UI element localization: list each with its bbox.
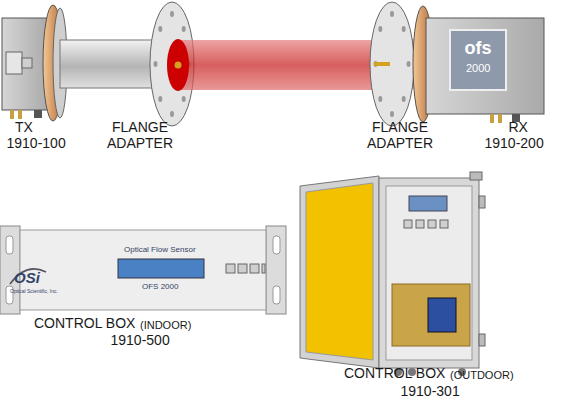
model-number: OFS 2000 xyxy=(142,283,178,292)
part-label: FLANGE ADAPTER xyxy=(360,120,440,151)
light-beam xyxy=(167,39,392,91)
company-name: Optical Scientific, Inc. xyxy=(10,289,58,295)
part-number: 1910-200 xyxy=(485,136,544,152)
receiver-unit xyxy=(413,6,544,123)
brand-logo: ofs xyxy=(465,38,492,58)
panel-title: Optical Flow Sensor xyxy=(124,246,196,255)
part-number: 1910-301 xyxy=(401,384,460,400)
part-label: FLANGE ADAPTER xyxy=(100,120,180,151)
part-label: RX xyxy=(509,120,528,136)
flange-adapter xyxy=(60,2,194,126)
transmitter-unit xyxy=(2,5,67,121)
part-qualifier: (OUTDOOR) xyxy=(450,369,514,381)
part-number: 1910-100 xyxy=(7,136,66,152)
part-label: CONTROL BOX xyxy=(344,366,445,382)
part-number: 1910-500 xyxy=(111,333,170,349)
model-number: 2000 xyxy=(466,62,490,74)
part-qualifier: (INDOOR) xyxy=(140,319,191,331)
outdoor-control-box xyxy=(300,172,485,376)
brand-logo: OSi xyxy=(14,270,40,287)
indoor-control-box xyxy=(0,226,286,314)
part-label: TX xyxy=(15,120,33,136)
part-label: CONTROL BOX xyxy=(34,316,135,332)
